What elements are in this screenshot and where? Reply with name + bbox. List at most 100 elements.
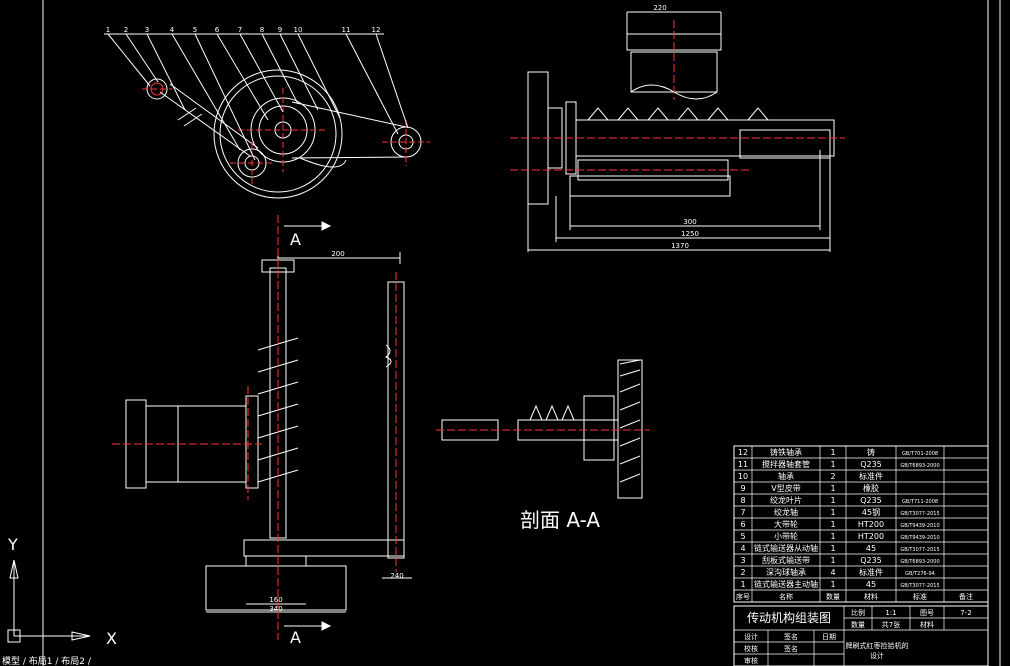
title-project-line1: 牌刷式红枣捡拾机的	[846, 641, 909, 650]
bom-cell-qty: 1	[830, 520, 835, 529]
bom-cell-name: 大带轮	[774, 519, 798, 529]
leader-label-4: 4	[170, 26, 175, 34]
bom-cell-no: 4	[740, 544, 745, 553]
auger-plan-centerlines	[510, 20, 845, 171]
bom-cell-qty: 4	[830, 568, 835, 577]
front-elevation-view	[125, 252, 412, 613]
belt-drive-centerlines	[142, 88, 430, 184]
bom-cell-material: 45	[866, 544, 876, 553]
bom-cell-no: 3	[740, 556, 745, 565]
bom-cell-name: 刮板式输送带	[762, 555, 810, 565]
bom-cell-qty: 1	[830, 508, 835, 517]
title-block-outline	[733, 605, 989, 666]
section-cut-arrows	[284, 221, 332, 631]
bom-cell-name: V型皮带	[771, 483, 800, 493]
section-mark-lower: A	[290, 628, 301, 647]
bom-cell-qty: 1	[830, 460, 835, 469]
bom-cell-qty: 1	[830, 532, 835, 541]
leader-label-12: 12	[372, 26, 381, 34]
bom-cell-standard: GB/T3077-2015	[900, 511, 939, 517]
bom-cell-name: 深沟球轴承	[766, 567, 806, 577]
leader-label-2: 2	[124, 26, 128, 34]
bom-cell-material: HT200	[858, 520, 884, 529]
bom-cell-material: 标准件	[859, 471, 883, 481]
section-caption: 剖面 A-A	[520, 508, 600, 532]
title-project-line2: 设计	[870, 651, 884, 660]
bom-cell-material: Q235	[860, 460, 882, 469]
bom-cell-name: 链式输送器从动轴	[754, 543, 818, 553]
section-a-a-view	[441, 359, 643, 499]
bom-cell-material: HT200	[858, 532, 884, 541]
bom-cell-name: 绞龙叶片	[770, 495, 802, 505]
bom-header-note: 备注	[959, 592, 973, 601]
dim-1250: 1250	[681, 230, 699, 238]
leader-label-5: 5	[193, 26, 197, 34]
title-check-label: 校核	[744, 644, 758, 653]
bom-cell-name: 轴承	[778, 471, 794, 481]
leader-label-9: 9	[278, 26, 282, 34]
bom-cell-qty: 1	[830, 484, 835, 493]
bom-cell-no: 2	[740, 568, 745, 577]
bom-cell-standard: GB/T9439-2010	[900, 523, 939, 529]
ucs-axis-icon	[7, 559, 91, 643]
layout-tabs-text: 模型 / 布局1 / 布局2 /	[2, 655, 92, 666]
bom-cell-no: 6	[740, 520, 745, 529]
bom-cell-material: 45	[866, 580, 876, 589]
bom-cell-material: 45钢	[862, 507, 880, 517]
bom-cell-no: 8	[740, 496, 745, 505]
bom-cell-name: 小带轮	[774, 531, 798, 541]
bom-header-standard: 标准	[913, 592, 927, 601]
title-fig-no-value: 7-2	[960, 609, 971, 617]
bom-header-qty: 数量	[826, 592, 840, 601]
bom-cell-no: 12	[738, 448, 748, 457]
bom-cell-name: 搅拌器轴套管	[762, 459, 810, 469]
bom-cell-qty: 1	[830, 544, 835, 553]
bom-cell-no: 10	[738, 472, 748, 481]
bom-cell-qty: 2	[830, 472, 835, 481]
dim-340: 340	[269, 605, 282, 613]
auger-plan-view	[527, 11, 835, 252]
bom-cell-standard: GB/T3077-2015	[900, 547, 939, 553]
ucs-y-label: Y	[7, 535, 18, 554]
bom-cell-no: 11	[738, 460, 748, 469]
dim-top-width: 220	[653, 4, 666, 12]
title-scale-value: 1:1	[885, 609, 896, 617]
title-scale-label: 比例	[851, 608, 865, 617]
bom-cell-material: 铸	[867, 447, 875, 457]
title-sign2: 签名	[784, 644, 798, 653]
title-design-label: 设计	[744, 632, 758, 641]
bom-cell-qty: 1	[830, 448, 835, 457]
section-mark-upper: A	[290, 230, 301, 249]
bom-cell-no: 1	[740, 580, 745, 589]
bom-cell-standard: GB/T6893-2000	[900, 559, 939, 565]
dim-160: 160	[269, 596, 282, 604]
leader-label-8: 8	[260, 26, 264, 34]
leader-label-7: 7	[238, 26, 242, 34]
dim-240: 240	[390, 572, 403, 580]
leader-lines	[104, 33, 409, 161]
title-fig-no-label: 图号	[920, 609, 934, 617]
bom-header-material: 材料	[864, 592, 878, 601]
bom-cell-no: 7	[740, 508, 745, 517]
bom-cell-qty: 1	[830, 580, 835, 589]
bom-cell-material: 标准件	[859, 567, 883, 577]
title-approve-label: 审核	[744, 656, 758, 665]
bom-cell-standard: GB/T711-2008	[902, 499, 938, 505]
bom-cell-no: 9	[740, 484, 745, 493]
bom-cell-standard: GB/T701-2008	[902, 451, 938, 457]
bom-cell-material: Q235	[860, 556, 882, 565]
title-sheets-label: 共7张	[882, 620, 900, 629]
leader-label-3: 3	[145, 26, 149, 34]
bom-header-no: 序号	[736, 592, 750, 601]
bom-cell-standard: GB/T6893-2000	[900, 463, 939, 469]
bom-cell-material: 橡胶	[863, 483, 879, 493]
belt-drive-side-view	[146, 69, 422, 199]
bom-cell-standard: GB/T9439-2010	[900, 535, 939, 541]
title-material-label: 材料	[920, 620, 934, 629]
bom-cell-standard: GB/T276-94	[905, 571, 935, 577]
dim-1370: 1370	[671, 242, 689, 250]
title-drawing-name: 传动机构组装图	[747, 610, 831, 625]
